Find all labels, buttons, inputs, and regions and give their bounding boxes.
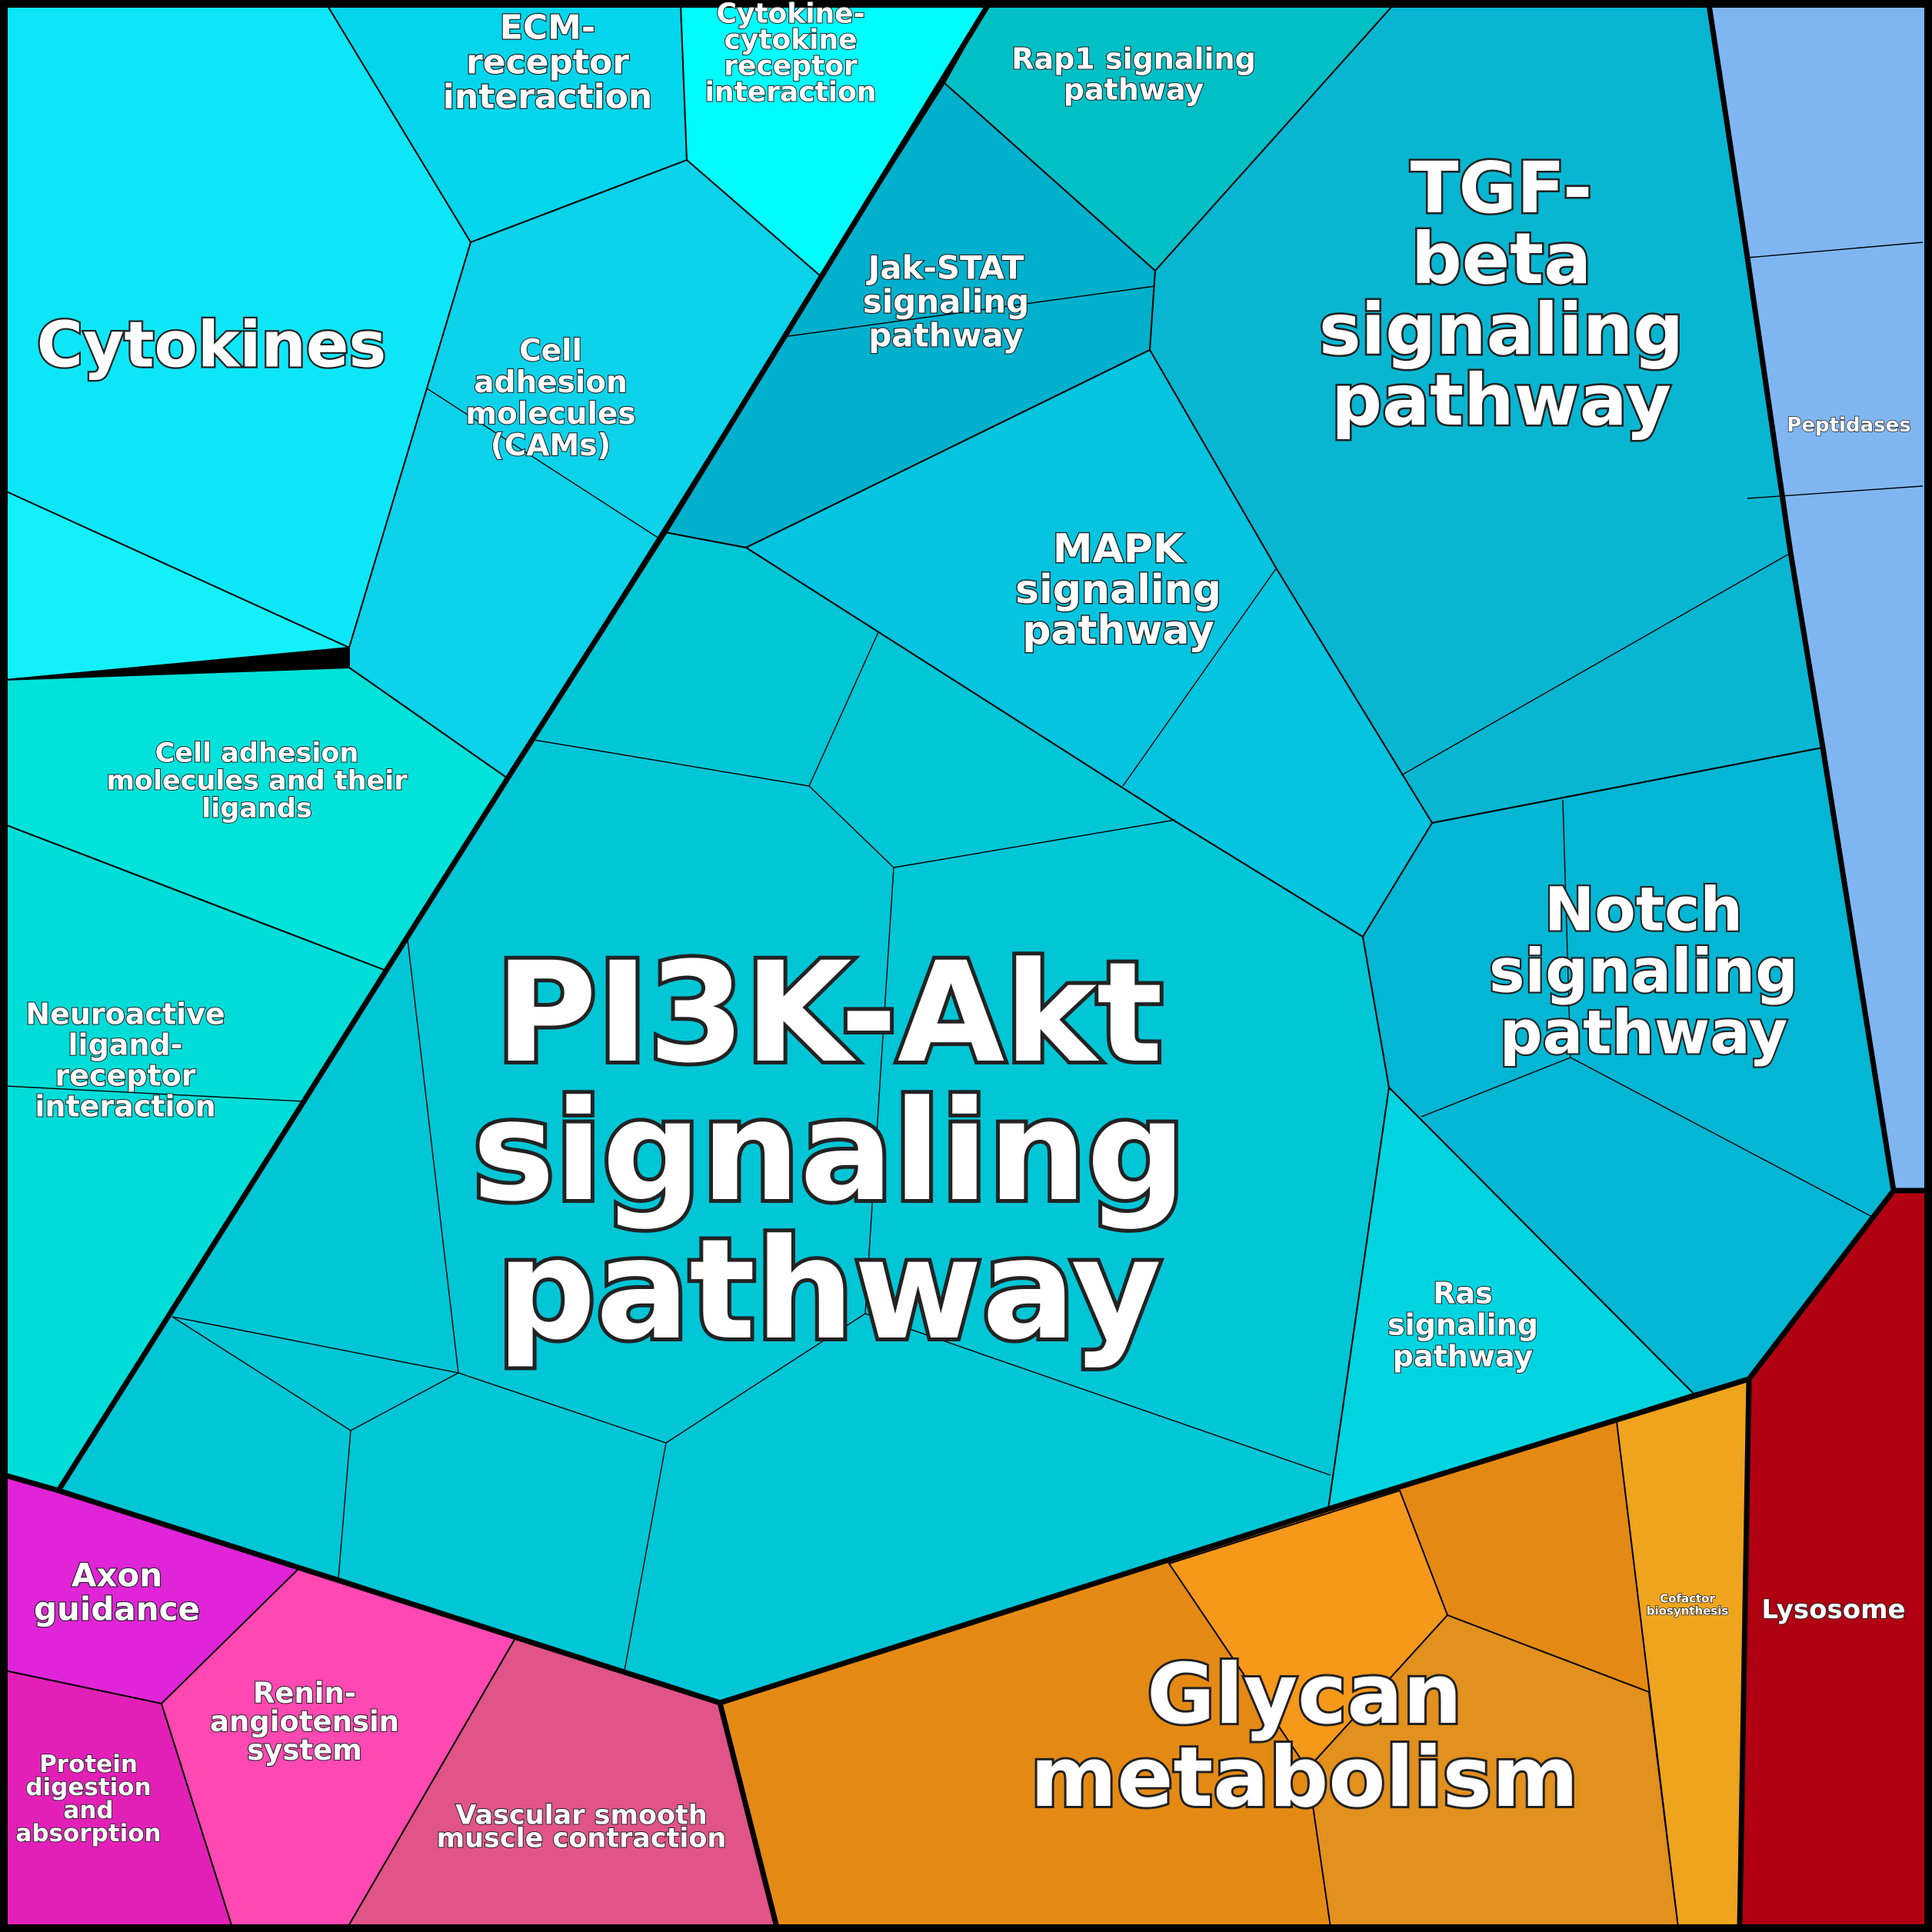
- label-line: Protein: [39, 1750, 138, 1778]
- development-group: [4, 1474, 778, 1928]
- label-line: ligand-: [68, 1028, 183, 1061]
- label-line: Peptidases: [1787, 414, 1910, 437]
- label-line: receptor: [55, 1058, 195, 1092]
- label-line: Notch: [1544, 875, 1743, 944]
- label-lysosome: Lysosome: [1761, 1594, 1905, 1625]
- label-line: cytokine: [724, 25, 857, 56]
- subdivisions: [4, 242, 1924, 1671]
- label-line: interaction: [705, 77, 877, 108]
- metabolism-group: [718, 1190, 1928, 1928]
- label-line: absorption: [15, 1820, 161, 1847]
- signaling-group: [4, 4, 1928, 1704]
- label-line: pathway: [1022, 608, 1214, 654]
- label-line: Jak-STAT: [866, 249, 1024, 287]
- label-line: interaction: [443, 77, 652, 116]
- label-line: ECM-: [500, 8, 595, 47]
- label-line: digestion: [25, 1774, 151, 1801]
- label-line: Rap1 signaling: [1011, 42, 1256, 75]
- label-line: Axon: [72, 1557, 162, 1594]
- label-line: pathway: [497, 1210, 1161, 1371]
- label-line: Glycan: [1147, 1647, 1462, 1743]
- label-line: interaction: [35, 1089, 215, 1123]
- label-line: pathway: [1500, 998, 1787, 1068]
- label-line: signaling: [1015, 567, 1221, 613]
- label-line: signaling: [1387, 1307, 1538, 1341]
- label-line: receptor: [724, 51, 858, 82]
- label-line: pathway: [1393, 1339, 1534, 1373]
- label-line: signaling: [863, 283, 1029, 321]
- label-line: TGF-: [1411, 147, 1592, 229]
- label-line: and: [63, 1797, 113, 1824]
- label-line: Cytokines: [37, 309, 387, 382]
- label-line: pathway: [868, 317, 1024, 355]
- label-line: muscle contraction: [437, 1823, 727, 1854]
- label-line: Cofactor: [1660, 1591, 1715, 1605]
- label-peptidases: Peptidases: [1787, 414, 1910, 437]
- label-line: MAPK: [1053, 526, 1185, 572]
- label-line: Renin-: [253, 1677, 356, 1710]
- label-line: pathway: [1064, 72, 1204, 106]
- label-line: adhesion: [474, 365, 628, 400]
- label-line: Ras: [1433, 1276, 1493, 1310]
- label-line: PI3K-Akt: [495, 933, 1163, 1094]
- label-line: molecules: [465, 397, 635, 431]
- label-line: molecules and their: [106, 765, 408, 796]
- label-line: Cell: [519, 334, 582, 368]
- label-line: Neuroactive: [25, 997, 225, 1031]
- label-line: guidance: [34, 1591, 200, 1628]
- label-cytokines: Cytokines: [37, 309, 387, 382]
- label-line: Lysosome: [1761, 1594, 1905, 1625]
- label-line: Cell adhesion: [155, 738, 359, 768]
- label-line: angiotensin: [210, 1705, 399, 1738]
- label-line: ligands: [202, 793, 311, 824]
- label-line: signaling: [1319, 288, 1684, 371]
- label-line: signaling: [472, 1071, 1186, 1232]
- label-line: system: [247, 1734, 362, 1767]
- label-line: signaling: [1489, 937, 1798, 1006]
- label-line: receptor: [466, 42, 629, 82]
- label-line: (CAMs): [491, 428, 611, 463]
- label-line: pathway: [1331, 359, 1671, 441]
- label-line: Vascular smooth: [455, 1800, 707, 1830]
- label-line: beta: [1411, 218, 1591, 300]
- label-line: metabolism: [1031, 1730, 1579, 1826]
- label-line: Cytokine-: [716, 0, 864, 30]
- label-line: biosynthesis: [1647, 1604, 1729, 1617]
